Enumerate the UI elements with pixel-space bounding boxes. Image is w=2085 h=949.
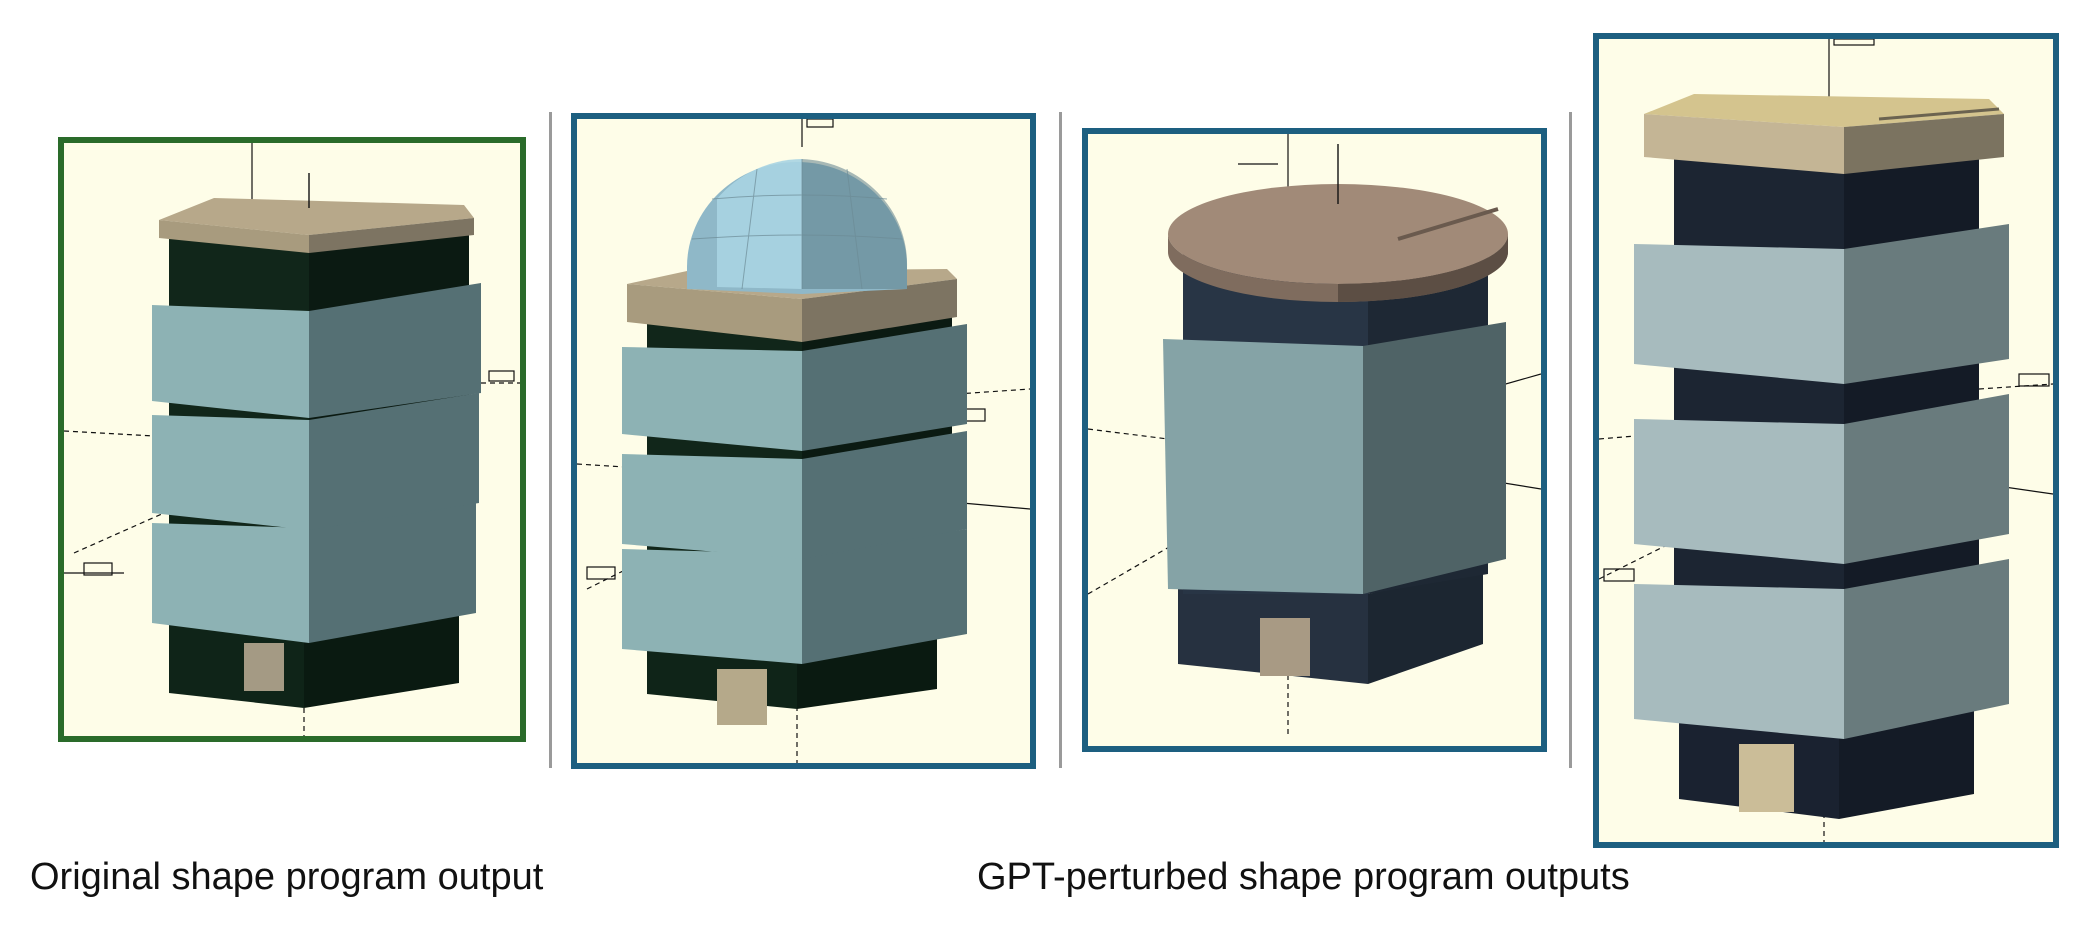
floor-slab-1 xyxy=(1634,244,1844,384)
floor-slab-3 xyxy=(152,523,309,643)
floor-slab-2-side xyxy=(802,431,967,559)
original-caption: Original shape program output xyxy=(30,856,544,898)
perturbed-output-panel-2 xyxy=(1082,128,1547,752)
floor-slab-1-side xyxy=(802,324,967,451)
perturbed-output-panel-1 xyxy=(571,113,1036,769)
original-building-render xyxy=(64,143,520,736)
floor-slab-1 xyxy=(622,347,802,451)
perturbed-output-panel-3 xyxy=(1593,33,2059,848)
floor-slab-3-side xyxy=(802,529,967,664)
floor-slab-3 xyxy=(622,549,802,664)
floor-slab-2-side xyxy=(1844,394,2009,564)
perturbed-caption: GPT-perturbed shape program outputs xyxy=(977,856,1630,898)
door xyxy=(244,643,284,691)
floor-slab-3-side xyxy=(1844,559,2009,739)
roof-slab xyxy=(1644,94,2004,127)
floor-slab-1-side xyxy=(1844,224,2009,384)
roof-slab-side xyxy=(309,218,474,253)
roof-slab-side xyxy=(1844,114,2004,174)
base-block-side xyxy=(1368,569,1483,684)
door xyxy=(1739,744,1794,812)
roof-slab-front xyxy=(1644,114,1844,174)
roof-slab-side xyxy=(802,279,957,342)
floor-slab-side xyxy=(1363,322,1506,594)
panel-divider xyxy=(549,112,552,768)
roof-slab-front xyxy=(627,284,802,342)
floor-slab-1 xyxy=(152,305,309,418)
tall-building-render xyxy=(1599,39,2053,842)
floor-slab-1-side xyxy=(309,283,481,418)
original-output-panel xyxy=(58,137,526,742)
floor-slab-2-side xyxy=(309,393,479,530)
floor-slab-3-side xyxy=(309,503,476,643)
floor-slab xyxy=(1163,339,1363,594)
panel-divider xyxy=(1569,112,1572,768)
roof-slab-front xyxy=(159,220,309,253)
floor-slab-3 xyxy=(1634,584,1844,739)
floor-slab-2 xyxy=(622,454,802,559)
panel-divider xyxy=(1059,112,1062,768)
roof-slab xyxy=(159,198,474,235)
round-roof-building-render xyxy=(1088,134,1541,734)
door xyxy=(717,669,767,725)
door xyxy=(1260,618,1310,676)
floor-slab-2 xyxy=(1634,419,1844,564)
round-roof xyxy=(1168,184,1508,284)
floor-slab-2 xyxy=(152,415,309,530)
dome-building-render xyxy=(577,119,1030,763)
